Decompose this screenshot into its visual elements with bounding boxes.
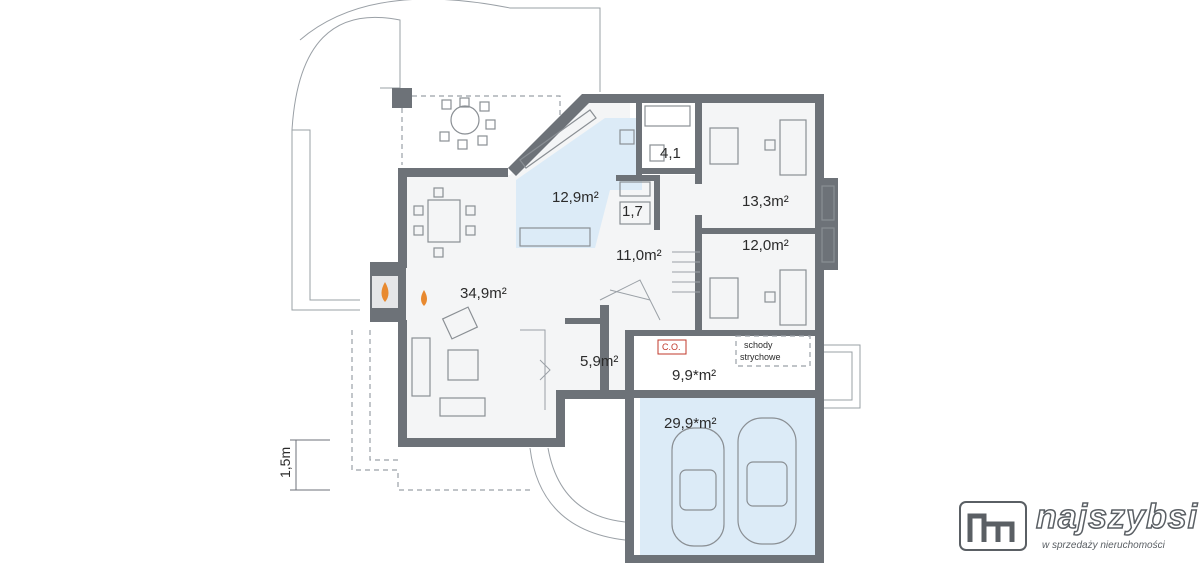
logo-mark-icon — [959, 501, 1027, 551]
fireplace — [372, 276, 427, 308]
room-label-garage: 29,9*m² — [664, 415, 717, 432]
room-label-hall: 11,0m² — [616, 247, 662, 264]
attic-stairs-label-1: schody — [744, 340, 773, 350]
entrance-path — [351, 330, 626, 541]
room-label-pantry: 1,7 — [622, 203, 643, 220]
bathroom-fixtures — [619, 105, 691, 162]
round-table — [450, 105, 480, 135]
room-label-living: 34,9m² — [460, 285, 507, 302]
brand-logo: najszybsi w sprzedaży nieruchomości — [958, 496, 1198, 560]
room-label-bedroom1: 13,3m² — [742, 193, 789, 210]
brand-tagline: w sprzedaży nieruchomości — [1042, 540, 1165, 551]
dimension-marker: 1,5m — [277, 439, 330, 491]
co-label: C.O. — [662, 342, 681, 352]
stairs — [599, 251, 700, 321]
room-label-wc: 4,1 — [660, 145, 681, 162]
living-furniture — [411, 187, 551, 417]
brand-name: najszybsi — [1035, 497, 1199, 537]
room-label-vestibule: 5,9m² — [580, 353, 618, 370]
room-label-kitchen: 12,9m² — [552, 189, 599, 206]
terrace — [291, 0, 601, 311]
side-porch — [824, 344, 861, 409]
kitchen-floor — [516, 118, 642, 248]
fire-icon — [381, 282, 389, 302]
walls — [370, 94, 838, 563]
terrace-pillar — [392, 88, 412, 108]
car-left — [671, 427, 725, 547]
co-boiler — [657, 339, 687, 355]
car-right — [737, 417, 797, 545]
fire-icon — [421, 290, 427, 306]
bedroom-furniture — [709, 119, 835, 326]
attic-stairs-label-2: strychowe — [740, 352, 781, 362]
room-label-bedroom2: 12,0m² — [742, 237, 789, 254]
dimension-label: 1,5m — [277, 447, 293, 478]
attic-stairs-outline — [735, 335, 811, 367]
room-label-utility: 9,9*m² — [672, 367, 716, 384]
kitchen-fixtures — [519, 109, 651, 247]
